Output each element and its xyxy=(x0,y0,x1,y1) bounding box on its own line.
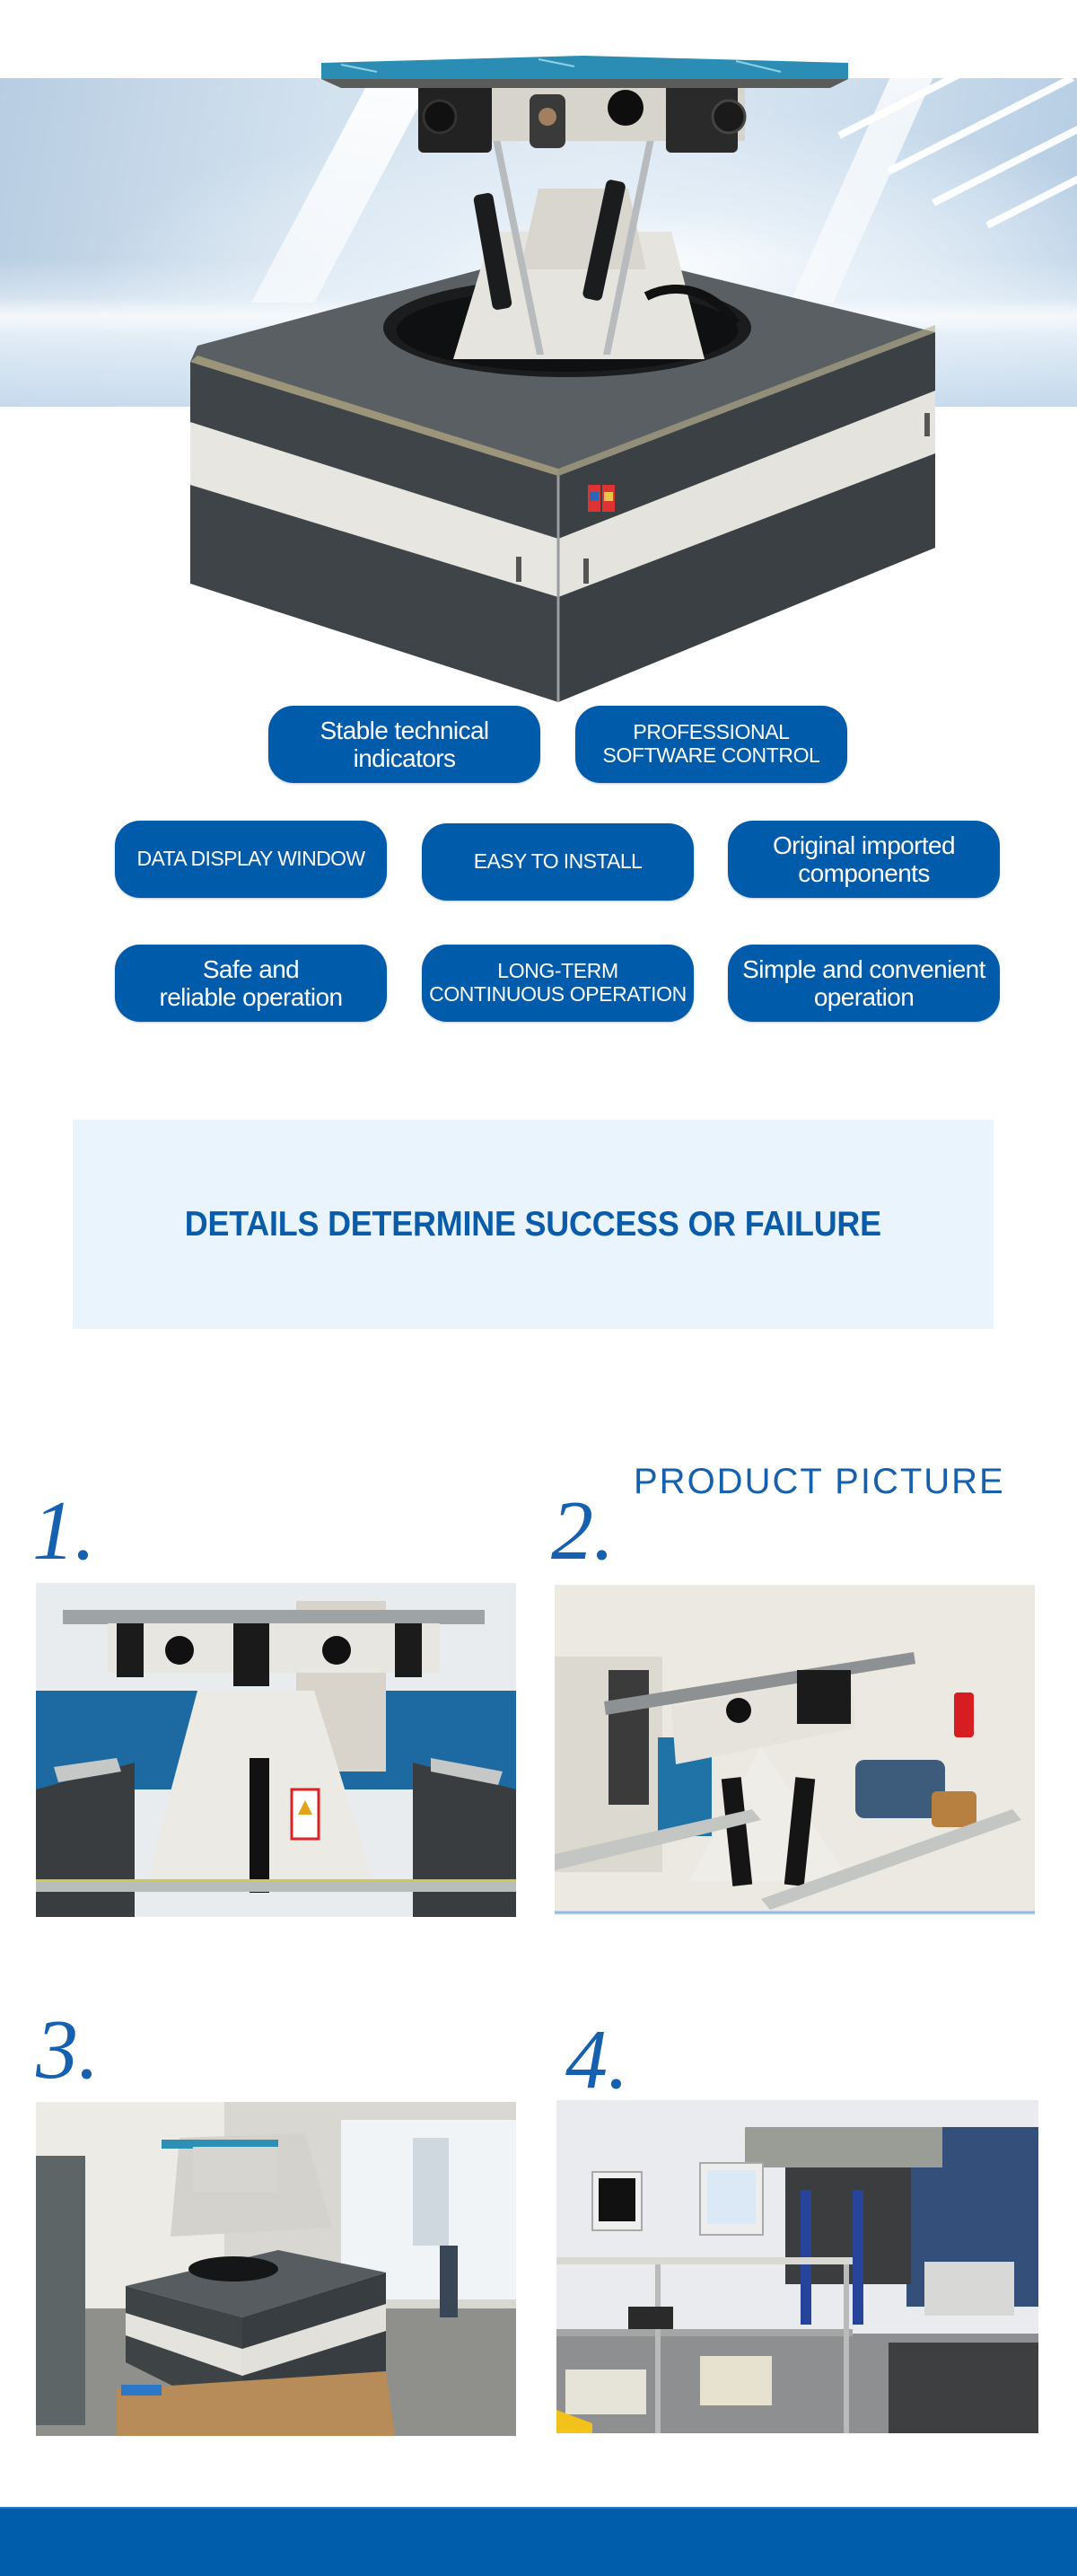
product-photo-3 xyxy=(36,2102,516,2436)
feature-pill-continuous-operation: LONG-TERM CONTINUOUS OPERATION xyxy=(422,945,694,1022)
feature-label: reliable operation xyxy=(159,983,343,1011)
highlight-banner: DETAILS DETERMINE SUCCESS OR FAILURE xyxy=(73,1120,994,1329)
hero-product-image xyxy=(190,56,935,702)
feature-label: EASY TO INSTALL xyxy=(473,849,643,874)
product-photo-2 xyxy=(555,1585,1035,1915)
feature-label: indicators xyxy=(353,744,456,772)
footer-bar xyxy=(0,2507,1077,2576)
feature-label: LONG-TERM xyxy=(497,959,618,983)
highlight-title: DETAILS DETERMINE SUCCESS OR FAILURE xyxy=(184,1204,882,1244)
feature-label: Safe and xyxy=(202,954,300,983)
feature-pill-easy-install: EASY TO INSTALL xyxy=(422,823,694,901)
feature-pill-software-control: PROFESSIONAL SOFTWARE CONTROL xyxy=(575,706,847,783)
feature-label: Simple and convenient xyxy=(742,954,985,983)
product-photo-1 xyxy=(36,1583,516,1917)
picture-number: 1. xyxy=(32,1484,96,1578)
feature-label: DATA DISPLAY WINDOW xyxy=(136,847,366,871)
feature-pill-imported-components: Original imported components xyxy=(728,821,1000,898)
product-photo-4 xyxy=(556,2100,1038,2433)
feature-label: SOFTWARE CONTROL xyxy=(602,743,820,767)
feature-pill-stable-indicators: Stable technical indicators xyxy=(268,706,540,783)
feature-label: PROFESSIONAL xyxy=(633,720,790,744)
feature-label: operation xyxy=(813,983,915,1011)
feature-pill-safe-operation: Safe and reliable operation xyxy=(115,945,387,1022)
feature-pill-data-display: DATA DISPLAY WINDOW xyxy=(115,821,387,898)
feature-pill-simple-operation: Simple and convenient operation xyxy=(728,945,1000,1022)
feature-label: CONTINUOUS OPERATION xyxy=(429,982,687,1006)
picture-number: 4. xyxy=(565,2013,629,2106)
section-title-product-picture: PRODUCT PICTURE xyxy=(634,1462,1005,1501)
picture-number: 2. xyxy=(551,1484,615,1578)
feature-label: components xyxy=(798,859,930,887)
feature-label: Stable technical xyxy=(320,716,489,744)
feature-label: Original imported xyxy=(773,831,956,859)
picture-number: 3. xyxy=(36,2003,100,2097)
